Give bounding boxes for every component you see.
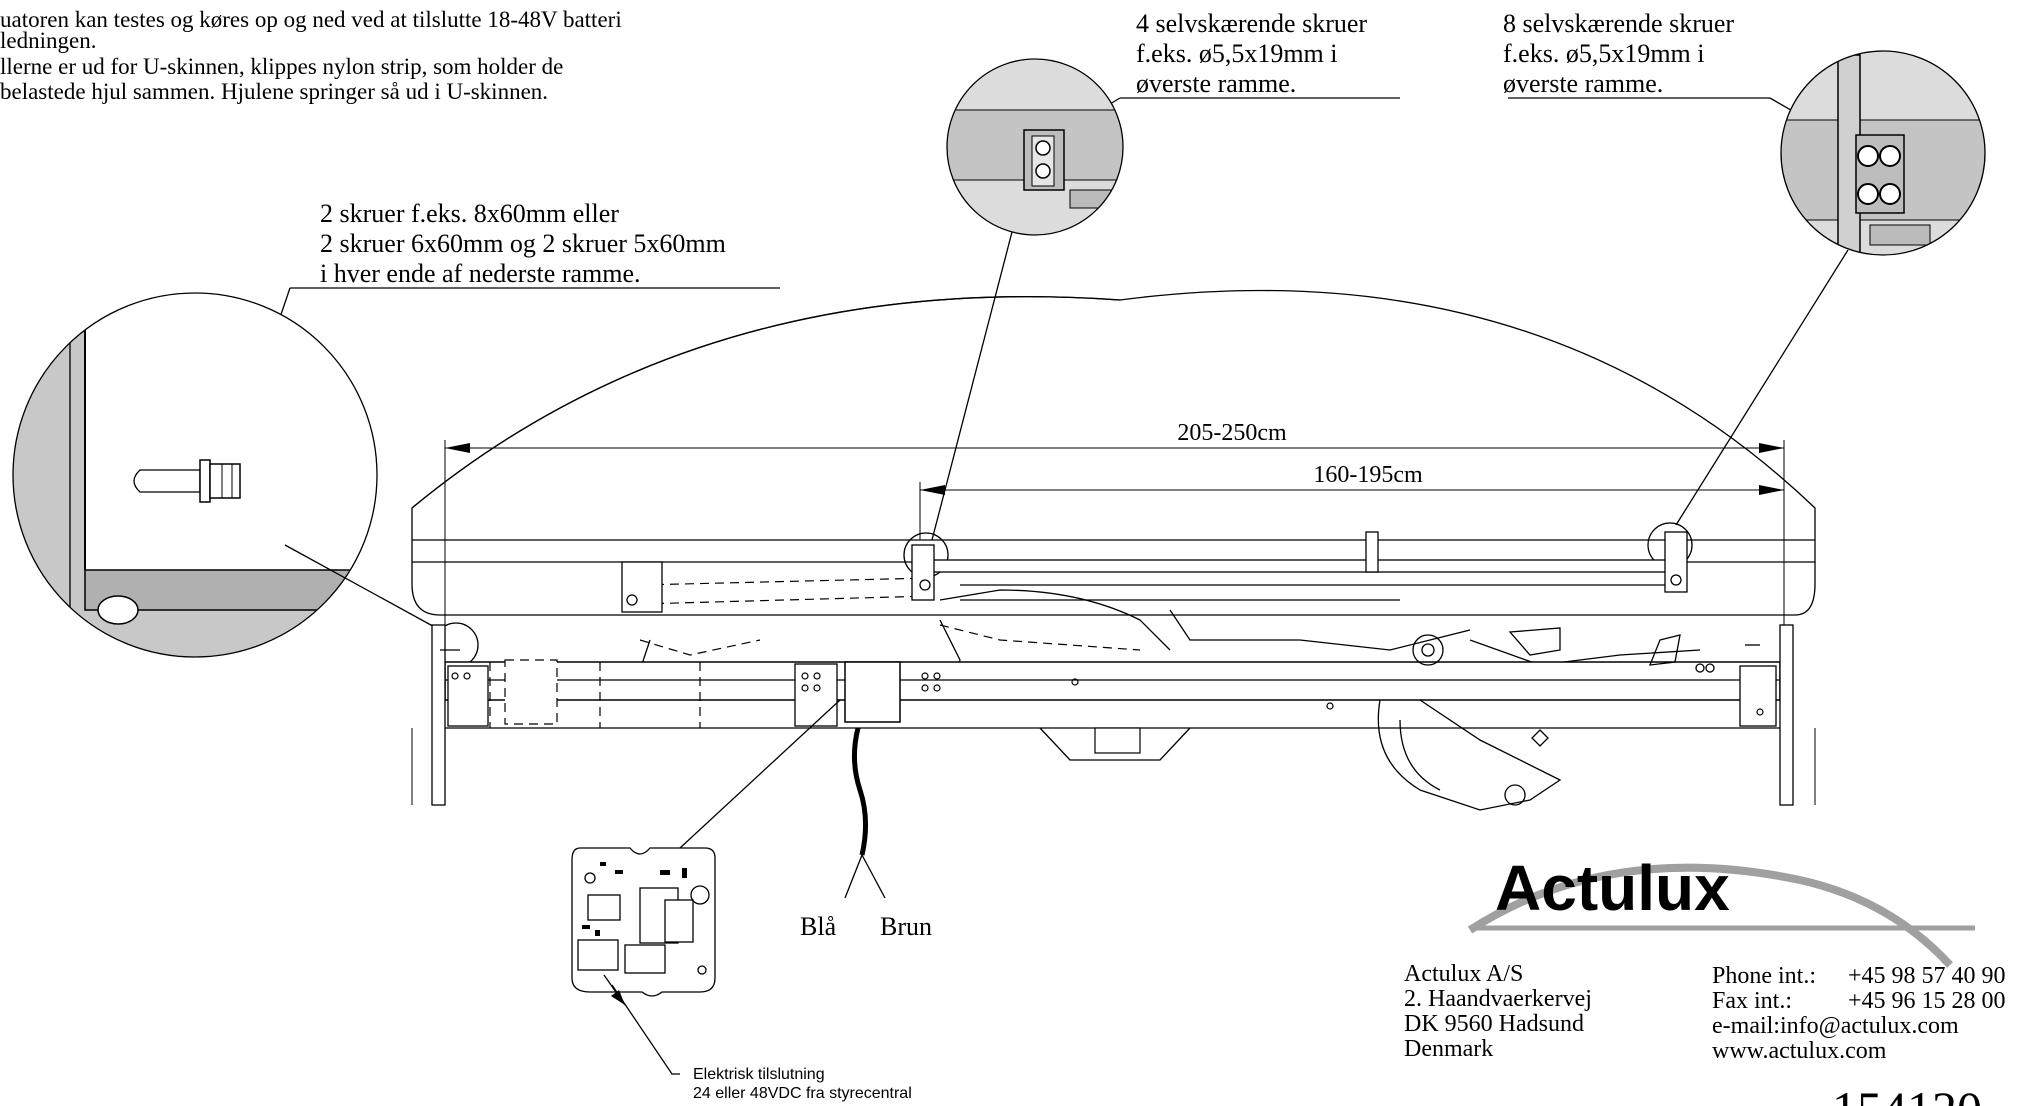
pcb-outline xyxy=(571,847,716,997)
actuator-dashed-rails xyxy=(639,577,931,605)
detail-right-connector xyxy=(1675,249,1849,526)
control-box-leader xyxy=(679,699,841,849)
actulux-logo: Actulux xyxy=(1467,852,1975,968)
phone-label: Phone int.: xyxy=(1712,963,1816,989)
callout-4-line-2: f.eks. ø5,5x19mm i xyxy=(1136,39,1338,68)
dimension-outer-arrow-left xyxy=(445,443,470,453)
fax-label: Fax int.: xyxy=(1712,988,1792,1014)
power-cable xyxy=(852,727,869,856)
electrical-line-1: Elektrisk tilslutning xyxy=(693,1066,825,1083)
company-city: DK 9560 Hadsund xyxy=(1404,1011,1584,1037)
leg-right xyxy=(1779,624,1794,806)
dimension-outer-arrow-right xyxy=(1759,443,1784,453)
drawing-number: 154120 xyxy=(1832,1081,1982,1106)
dimension-inner-arrow-left xyxy=(920,485,945,495)
company-address: Actulux A/S 2. Haandvaerkervej DK 9560 H… xyxy=(1404,961,1592,1062)
phone-number: +45 98 57 40 90 xyxy=(1848,963,2006,989)
wire-brown-label: Brun xyxy=(880,912,932,941)
wire-blue-leader xyxy=(844,854,863,899)
control-box xyxy=(844,661,901,723)
electrical-line-2: 24 eller 48VDC fra styrecentral xyxy=(693,1085,912,1102)
company-name: Actulux A/S xyxy=(1404,961,1523,987)
callout-bottom-line-2: 2 skruer 6x60mm og 2 skruer 5x60mm xyxy=(320,229,726,258)
bottom-frame-rail xyxy=(444,661,1781,701)
logo-wordmark: Actulux xyxy=(1495,852,1730,924)
cabinet-assembly: 205-250cm 160-195cm xyxy=(411,289,1816,941)
wire-blue-label: Blå xyxy=(800,912,837,941)
circuit-board: Elektrisk tilslutning 24 eller 48VDC fra… xyxy=(571,847,912,1102)
callout-bottom-line-3: i hver ende af nederste ramme. xyxy=(320,259,641,288)
callout-8-line-3: øverste ramme. xyxy=(1503,69,1663,98)
website: www.actulux.com xyxy=(1712,1038,1887,1064)
intro-text: uatoren kan testes og køres op og ned ve… xyxy=(0,7,622,104)
callout-8-line-1: 8 selvskærende skruer xyxy=(1503,9,1734,38)
lid-arc-left xyxy=(411,295,1121,509)
callout-bottom-line-1: 2 skruer f.eks. 8x60mm eller xyxy=(320,199,619,228)
intro-line-2: ledningen. xyxy=(0,28,96,53)
intro-line-1: uatoren kan testes og køres op og ned ve… xyxy=(0,7,622,32)
actuator-upper-bar xyxy=(929,559,1681,573)
intro-line-4: belastede hjul sammen. Hjulene springer … xyxy=(0,79,548,104)
wire-brown-leader xyxy=(861,854,886,899)
leg-left xyxy=(431,624,446,806)
detail-circle-4-screws xyxy=(931,58,1124,541)
email-address: e-mail:info@actulux.com xyxy=(1712,1013,1959,1039)
intro-line-3: llerne er ud for U-skinnen, klippes nylo… xyxy=(0,54,563,79)
detail-left-connector xyxy=(284,544,441,631)
dimension-outer-label: 205-250cm xyxy=(1177,420,1287,446)
dimension-inner-label: 160-195cm xyxy=(1313,462,1423,488)
fax-number: +45 96 15 28 00 xyxy=(1848,988,2006,1014)
callout-4-line-3: øverste ramme. xyxy=(1136,69,1296,98)
callout-8-line-2: f.eks. ø5,5x19mm i xyxy=(1503,39,1705,68)
motor-housing xyxy=(1039,727,1191,761)
dimension-inner-arrow-right xyxy=(1759,485,1784,495)
company-country: Denmark xyxy=(1404,1036,1493,1062)
logo-swoosh xyxy=(1467,863,1953,968)
callout-4-line-1: 4 selvskærende skruer xyxy=(1136,9,1367,38)
company-contact: Phone int.: +45 98 57 40 90 Fax int.: +4… xyxy=(1712,963,2006,1064)
callout-top-screws-4: 4 selvskærende skruer f.eks. ø5,5x19mm i… xyxy=(1049,9,1400,141)
detail-circle-8-screws xyxy=(1675,50,1986,526)
pcb-leader xyxy=(611,984,680,1075)
detail-middle-connector xyxy=(931,231,1013,541)
company-street: 2. Haandvaerkervej xyxy=(1404,986,1592,1012)
detail-circle-bottom-screw xyxy=(12,292,441,658)
